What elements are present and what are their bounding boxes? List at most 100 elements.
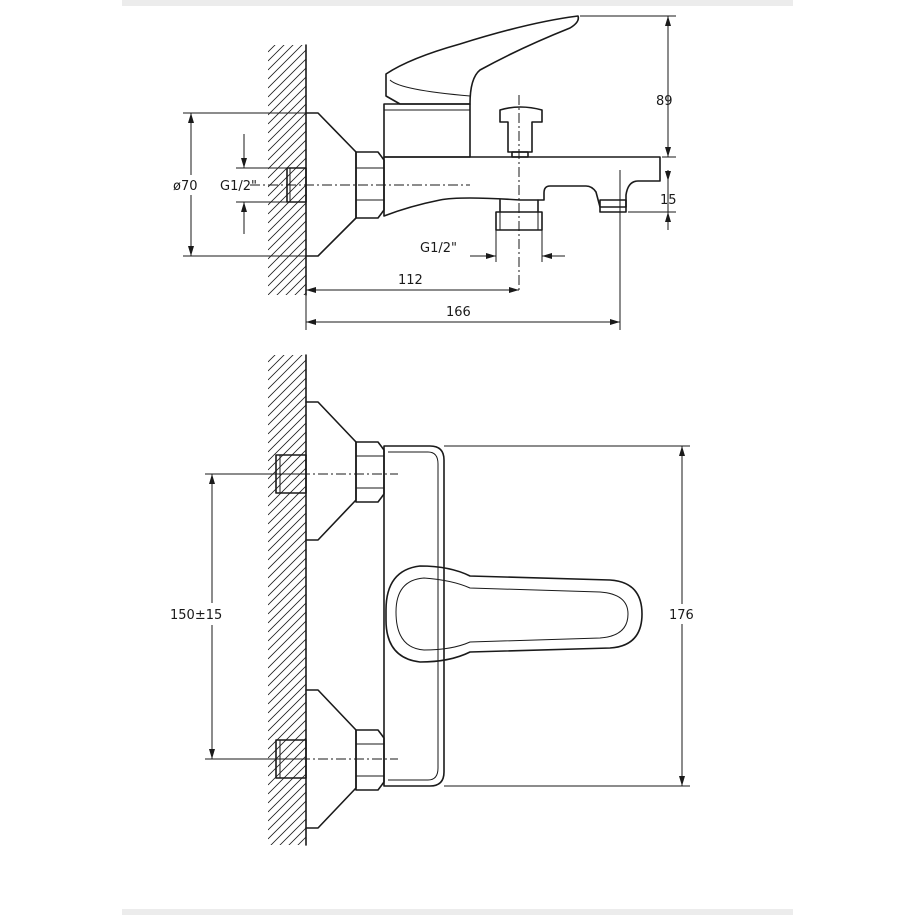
hatch-line: [268, 355, 285, 372]
hatch-line: [268, 67, 306, 107]
hatch-line: [268, 638, 306, 678]
hatch-line: [268, 846, 306, 884]
hatch-line: [268, 764, 306, 804]
dim-center-distance-label: 150±15: [170, 608, 222, 623]
hatch-line: [268, 315, 306, 353]
dim-inlet-thread-label: G1/2": [220, 179, 257, 194]
dim-diameter-label: ø70: [173, 179, 198, 194]
hatch-line: [268, 238, 306, 278]
hatch-line: [268, 422, 306, 462]
hatch-line: [268, 355, 294, 381]
hatch-line: [268, 139, 306, 179]
hatch-line: [297, 836, 306, 845]
hatch-line: [268, 45, 285, 62]
hatch-line: [276, 265, 306, 295]
hatch-line: [268, 76, 306, 116]
hatch-line: [268, 386, 306, 426]
hatch-line: [268, 710, 306, 750]
hatch-line: [268, 359, 306, 399]
hatch-line: [268, 566, 306, 606]
hatch-line: [268, 557, 306, 597]
hatch-line: [288, 827, 306, 845]
hatch-line: [268, 602, 306, 642]
upper-flange: [305, 401, 357, 541]
hatch-line: [268, 368, 306, 408]
hatch-line: [268, 45, 294, 71]
hatch-line: [268, 85, 306, 125]
dim-89-label: 89: [656, 94, 673, 109]
hatch-line: [268, 121, 306, 161]
hatch-line: [270, 809, 306, 845]
hatch-line: [268, 611, 306, 651]
hatch-line: [268, 302, 306, 340]
hatch-line: [294, 283, 306, 295]
hatch-line: [268, 539, 306, 579]
hatch-line: [268, 45, 276, 53]
hatch-line: [268, 211, 306, 251]
wall-hatch-bottom: [268, 315, 306, 915]
hatch-line: [268, 629, 306, 669]
aerator: [599, 199, 627, 213]
hatch-line: [268, 256, 306, 295]
hatch-line: [268, 202, 306, 242]
hatch-line: [268, 674, 306, 714]
dim-15-label: 15: [660, 193, 677, 208]
hatch-line: [268, 873, 306, 911]
hatch-line: [268, 458, 306, 498]
hatch-line: [268, 377, 306, 417]
dim-176-label: 176: [669, 608, 694, 623]
hatch-line: [268, 413, 306, 453]
lower-nut: [355, 729, 385, 791]
hatch-line: [268, 503, 306, 543]
hatch-line: [268, 355, 303, 390]
hatch-line: [268, 476, 306, 516]
dim-166-label: 166: [446, 305, 471, 320]
hatch-line: [268, 404, 306, 444]
hatch-line: [268, 584, 306, 624]
hatch-line: [268, 512, 306, 552]
hatch-line: [268, 521, 306, 561]
hatch-line: [268, 395, 306, 435]
hatch-line: [268, 49, 306, 89]
dim-112-label: 112: [398, 273, 423, 288]
hatch-line: [268, 683, 306, 723]
hatch-line: [268, 855, 306, 893]
hatch-line: [268, 5, 306, 43]
hatch-line: [268, 882, 306, 915]
hatch-line: [303, 292, 306, 295]
hatch-line: [268, 719, 306, 759]
hatch-line: [268, 440, 306, 480]
hatch-line: [279, 818, 306, 845]
handle-front: [385, 565, 643, 663]
hatch-line: [268, 355, 276, 363]
diverter-knob: [499, 106, 543, 153]
hatch-line: [268, 755, 306, 795]
hatch-line: [268, 311, 306, 349]
dim-outlet-thread-label: G1/2": [420, 241, 457, 256]
hatch-line: [268, 45, 303, 80]
cartridge-housing: [383, 103, 471, 158]
upper-nut: [355, 441, 385, 503]
hatch-line: [268, 665, 306, 705]
hatch-line: [268, 320, 306, 358]
hatch-line: [268, 247, 306, 287]
hatch-line: [268, 58, 306, 98]
hatch-line: [268, 701, 306, 741]
hatch-line: [268, 782, 306, 822]
hatch-line: [268, 431, 306, 471]
top-border-band: [122, 0, 793, 6]
hatch-line: [268, 130, 306, 170]
hatch-line: [268, 449, 306, 489]
hatch-line: [268, 656, 306, 696]
hatch-line: [268, 800, 306, 840]
hatch-line: [268, 94, 306, 134]
hatch-line: [268, 548, 306, 588]
hatch-line: [268, 530, 306, 570]
bottom-border-band: [122, 909, 793, 915]
side-view: 89 15 ø70 G1/2": [172, 5, 677, 358]
hatch-line: [268, 791, 306, 831]
hatch-line: [268, 112, 306, 152]
hatch-line: [268, 193, 306, 233]
